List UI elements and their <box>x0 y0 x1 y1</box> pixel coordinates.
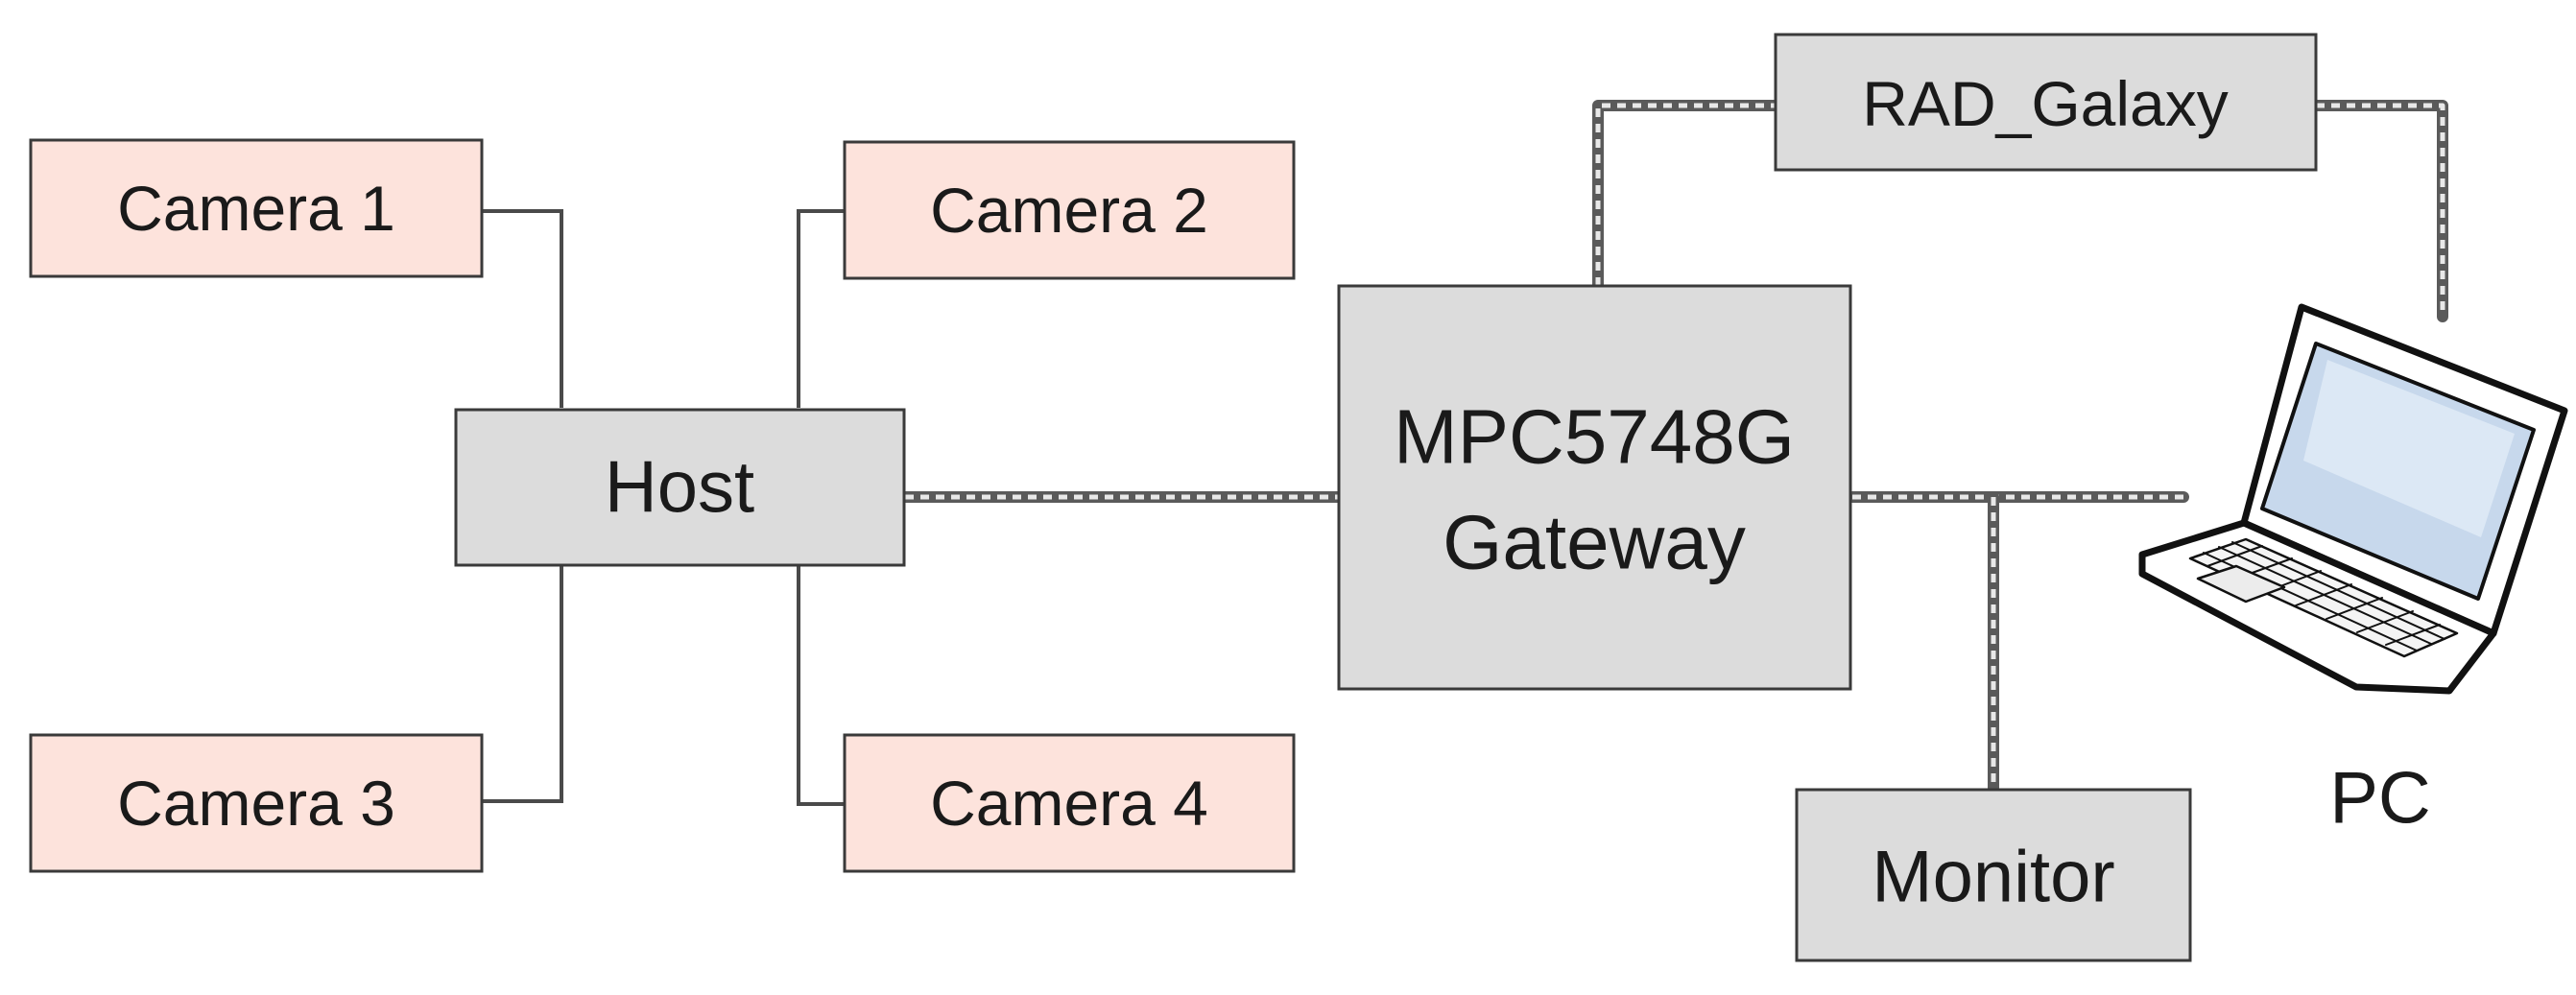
rad-galaxy: RAD_Galaxy <box>1774 33 2318 172</box>
rad-galaxy-label: RAD_Galaxy <box>1862 68 2228 139</box>
gateway-label-line1: MPC5748G <box>1394 394 1795 480</box>
camera-3: Camera 3 <box>29 733 484 873</box>
host-label: Host <box>605 447 754 529</box>
camera-4-label: Camera 4 <box>930 768 1208 839</box>
monitor-label: Monitor <box>1872 837 2114 918</box>
cable-rad-galaxy-pc <box>2310 100 2448 322</box>
cable-gateway-rad-galaxy <box>1592 100 1781 292</box>
camera-3-label: Camera 3 <box>117 768 395 839</box>
camera-wires <box>482 209 845 806</box>
wire-camera3-host <box>482 566 563 803</box>
network-cables <box>899 100 2448 795</box>
camera-2-label: Camera 2 <box>930 175 1208 246</box>
laptop-icon <box>2138 303 2568 695</box>
wire-camera2-host <box>797 209 845 408</box>
camera-2: Camera 2 <box>843 140 1296 280</box>
camera-1: Camera 1 <box>29 138 484 278</box>
wire-camera4-host <box>797 566 845 806</box>
camera-1-label: Camera 1 <box>117 173 395 244</box>
monitor: Monitor <box>1795 788 2192 962</box>
pc-label: PC <box>2329 758 2431 840</box>
camera-4: Camera 4 <box>843 733 1296 873</box>
host: Host <box>454 408 906 567</box>
wire-camera1-host <box>482 209 563 408</box>
gateway: MPC5748G Gateway <box>1337 284 1852 691</box>
gateway-label-line2: Gateway <box>1443 500 1746 585</box>
